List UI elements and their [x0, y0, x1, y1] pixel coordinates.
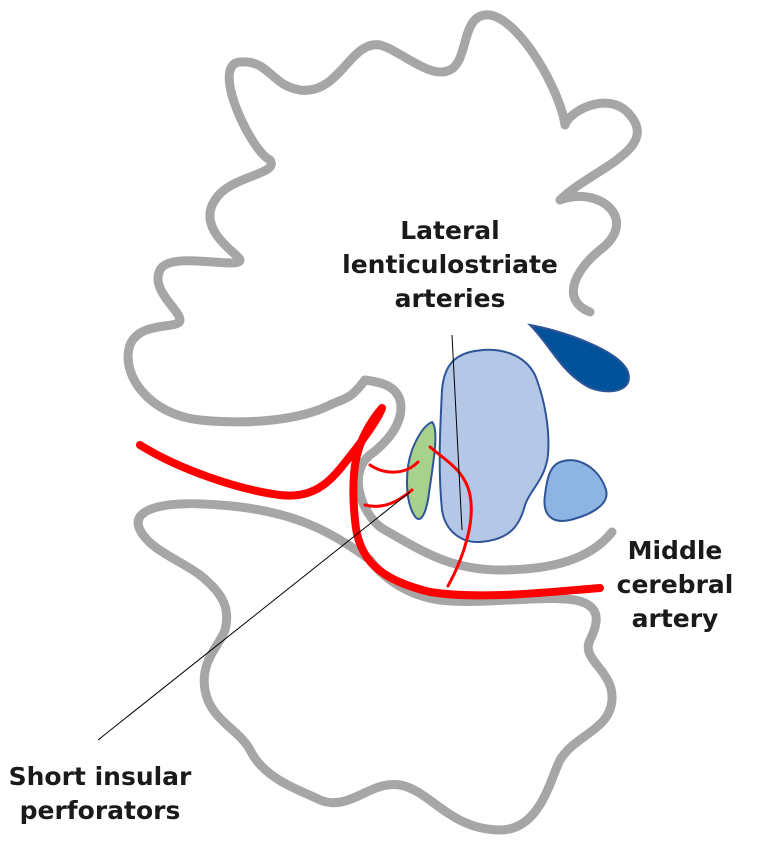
upper-cortex-outline — [123, 10, 642, 575]
label-line: arteries — [394, 284, 506, 313]
lenticulostriate-branch — [428, 445, 473, 588]
claustrum — [405, 420, 437, 520]
label-line: perforators — [19, 796, 181, 825]
insular-perforator-1 — [368, 460, 420, 474]
middle-cerebral-artery-trunk — [136, 404, 604, 600]
label-line: cerebral — [616, 570, 734, 599]
lower-cortex-outline — [133, 499, 617, 835]
lentiform-nucleus — [438, 348, 550, 544]
leader-line-lenticulostriate — [451, 334, 463, 531]
label-line: artery — [631, 604, 719, 633]
lateral-ventricle — [527, 323, 630, 393]
insular-perforator-2 — [363, 488, 414, 508]
caudate-body — [543, 459, 608, 522]
label-line: Lateral — [400, 216, 500, 245]
label-short-insular-perforators: Short insular perforators — [0, 760, 200, 828]
label-lateral-lenticulostriate-arteries: Lateral lenticulostriate arteries — [330, 214, 570, 316]
label-line: lenticulostriate — [342, 250, 558, 279]
label-line: Middle — [627, 536, 723, 565]
leader-line-insular — [97, 491, 411, 741]
label-middle-cerebral-artery: Middle cerebral artery — [600, 534, 750, 636]
label-line: Short insular — [8, 762, 192, 791]
